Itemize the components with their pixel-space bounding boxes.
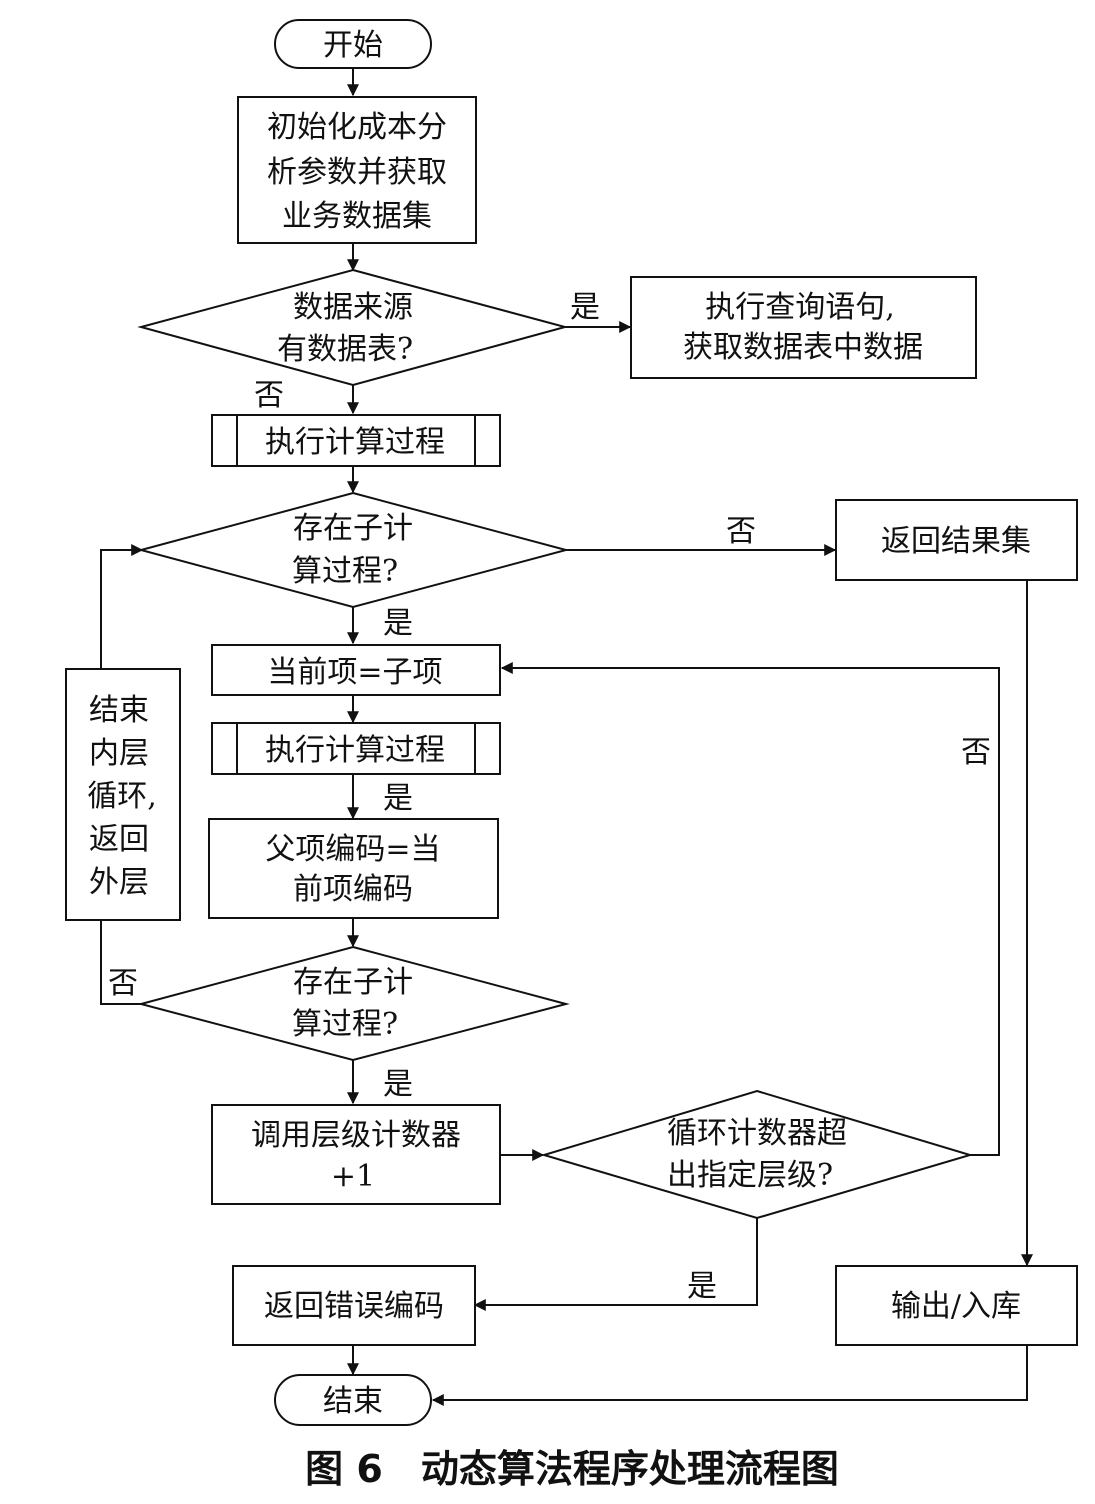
has-table-line-2: 有数据表? — [277, 332, 413, 367]
label-no-end-inner: 否 — [108, 966, 138, 1001]
current-item-label: 当前项=子项 — [267, 655, 442, 690]
calc1-subprocess: 执行计算过程 — [211, 414, 501, 467]
label-yes-error: 是 — [687, 1269, 717, 1304]
end-inner-line-2: 内层 — [89, 736, 149, 771]
arrow-exceed-yes-error — [473, 1218, 758, 1311]
sub1-decision: 存在子计 算过程? — [137, 491, 570, 609]
label-no-loop: 否 — [961, 735, 991, 770]
label-no-calc1: 否 — [254, 378, 284, 413]
arrow-sub2-no-end-inner — [100, 920, 142, 1005]
exceed-decision: 循环计数器超 出指定层级? — [540, 1089, 974, 1220]
end-inner-line-1: 结束 — [89, 693, 149, 728]
counter-line-1: 调用层级计数器 — [251, 1118, 461, 1153]
has-table-line-1: 数据来源 — [293, 290, 413, 325]
parent-code-line-2: 前项编码 — [293, 872, 413, 907]
sub1-line-1: 存在子计 — [293, 511, 413, 546]
arrow-exceed-no-loop — [500, 662, 1000, 1156]
return-error-process: 返回错误编码 — [232, 1265, 476, 1346]
sub2-decision: 存在子计 算过程? — [137, 945, 570, 1062]
end-terminal: 结束 — [274, 1374, 432, 1426]
end-inner-line-4: 返回 — [89, 822, 149, 857]
output-label: 输出/入库 — [891, 1289, 1021, 1324]
label-yes-counter: 是 — [383, 1067, 413, 1102]
exceed-line-1: 循环计数器超 — [667, 1116, 847, 1151]
label-yes-current: 是 — [383, 606, 413, 641]
branch-labels: 是 否 否 是 是 否 否 是 是 — [108, 290, 991, 1304]
end-inner-loop-process: 结束 内层 循环, 返回 外层 — [65, 668, 181, 921]
calc2-subprocess: 执行计算过程 — [211, 722, 501, 775]
label-yes-query: 是 — [570, 290, 600, 325]
calc1-label: 执行计算过程 — [265, 425, 445, 460]
current-item-process: 当前项=子项 — [211, 644, 501, 696]
init-line-3: 业务数据集 — [282, 199, 432, 234]
arrow-end-inner-sub1 — [100, 544, 144, 668]
parent-code-process: 父项编码=当 前项编码 — [208, 818, 499, 919]
connectors — [100, 68, 1033, 1406]
end-inner-line-5: 外层 — [89, 865, 149, 900]
return-result-process: 返回结果集 — [835, 499, 1078, 581]
sub2-line-1: 存在子计 — [293, 965, 413, 1000]
sub2-line-2: 算过程? — [292, 1007, 398, 1042]
has-table-decision: 数据来源 有数据表? — [137, 268, 569, 387]
end-inner-line-3: 循环, — [87, 779, 157, 814]
start-label: 开始 — [323, 28, 383, 63]
label-no-return-result: 否 — [726, 514, 756, 549]
query-process: 执行查询语句, 获取数据表中数据 — [630, 276, 977, 379]
label-yes-parent: 是 — [383, 781, 413, 816]
end-label: 结束 — [323, 1384, 383, 1419]
calc2-label: 执行计算过程 — [265, 733, 445, 768]
init-line-2: 析参数并获取 — [267, 155, 447, 190]
figure-caption: 图 6 动态算法程序处理流程图 — [305, 1447, 839, 1491]
arrow-output-end — [431, 1345, 1028, 1406]
output-process: 输出/入库 — [835, 1265, 1078, 1346]
init-process: 初始化成本分 析参数并获取 业务数据集 — [237, 96, 477, 244]
query-line-2: 获取数据表中数据 — [683, 330, 923, 365]
return-result-label: 返回结果集 — [881, 524, 1031, 559]
init-line-1: 初始化成本分 — [267, 110, 447, 145]
exceed-line-2: 出指定层级? — [667, 1158, 833, 1193]
parent-code-line-1: 父项编码=当 — [265, 832, 440, 867]
start-terminal: 开始 — [274, 19, 432, 69]
counter-line-2: +1 — [331, 1159, 375, 1194]
sub1-line-2: 算过程? — [292, 554, 398, 589]
counter-process: 调用层级计数器 +1 — [211, 1104, 501, 1205]
return-error-label: 返回错误编码 — [264, 1289, 444, 1324]
query-line-1: 执行查询语句, — [705, 290, 895, 325]
